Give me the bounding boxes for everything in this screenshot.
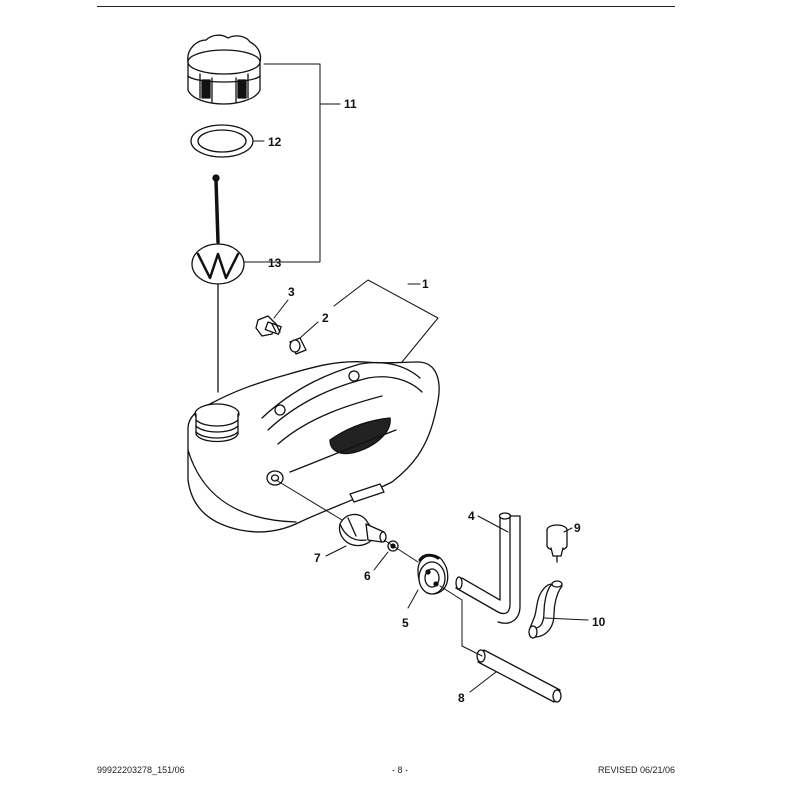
collar <box>289 337 307 355</box>
filter-grommet <box>417 553 449 595</box>
callout-9: 9 <box>574 521 581 535</box>
footer-revision: REVISED 06/21/06 <box>597 765 675 775</box>
return-hose <box>528 580 563 639</box>
callout-12: 12 <box>268 135 282 149</box>
leader-lines <box>243 63 589 693</box>
callout-4: 4 <box>468 509 475 523</box>
callout-2: 2 <box>322 311 329 325</box>
fuel-hose-straight <box>476 649 562 703</box>
breather-valve <box>546 524 568 563</box>
callout-6: 6 <box>364 569 371 583</box>
callout-7: 7 <box>314 551 321 565</box>
callout-5: 5 <box>402 616 409 630</box>
footer-page-number: - 8 - <box>391 765 408 775</box>
callout-13: 13 <box>268 256 282 270</box>
fuel-grommet <box>338 513 387 547</box>
fuel-cap <box>187 34 262 105</box>
callout-10: 10 <box>592 615 606 629</box>
header-rule <box>97 6 675 7</box>
cap-gasket <box>190 124 254 158</box>
callout-1: 1 <box>422 277 429 291</box>
cap-tether-strainer <box>191 174 245 393</box>
footer-part-code: 99922203278_151/06 <box>97 765 185 775</box>
bolt <box>255 315 282 337</box>
callout-8: 8 <box>458 691 465 705</box>
callout-11: 11 <box>344 97 357 111</box>
fuel-tank <box>187 361 440 533</box>
callout-3: 3 <box>288 285 295 299</box>
fuel-pipe-bent <box>455 512 521 624</box>
